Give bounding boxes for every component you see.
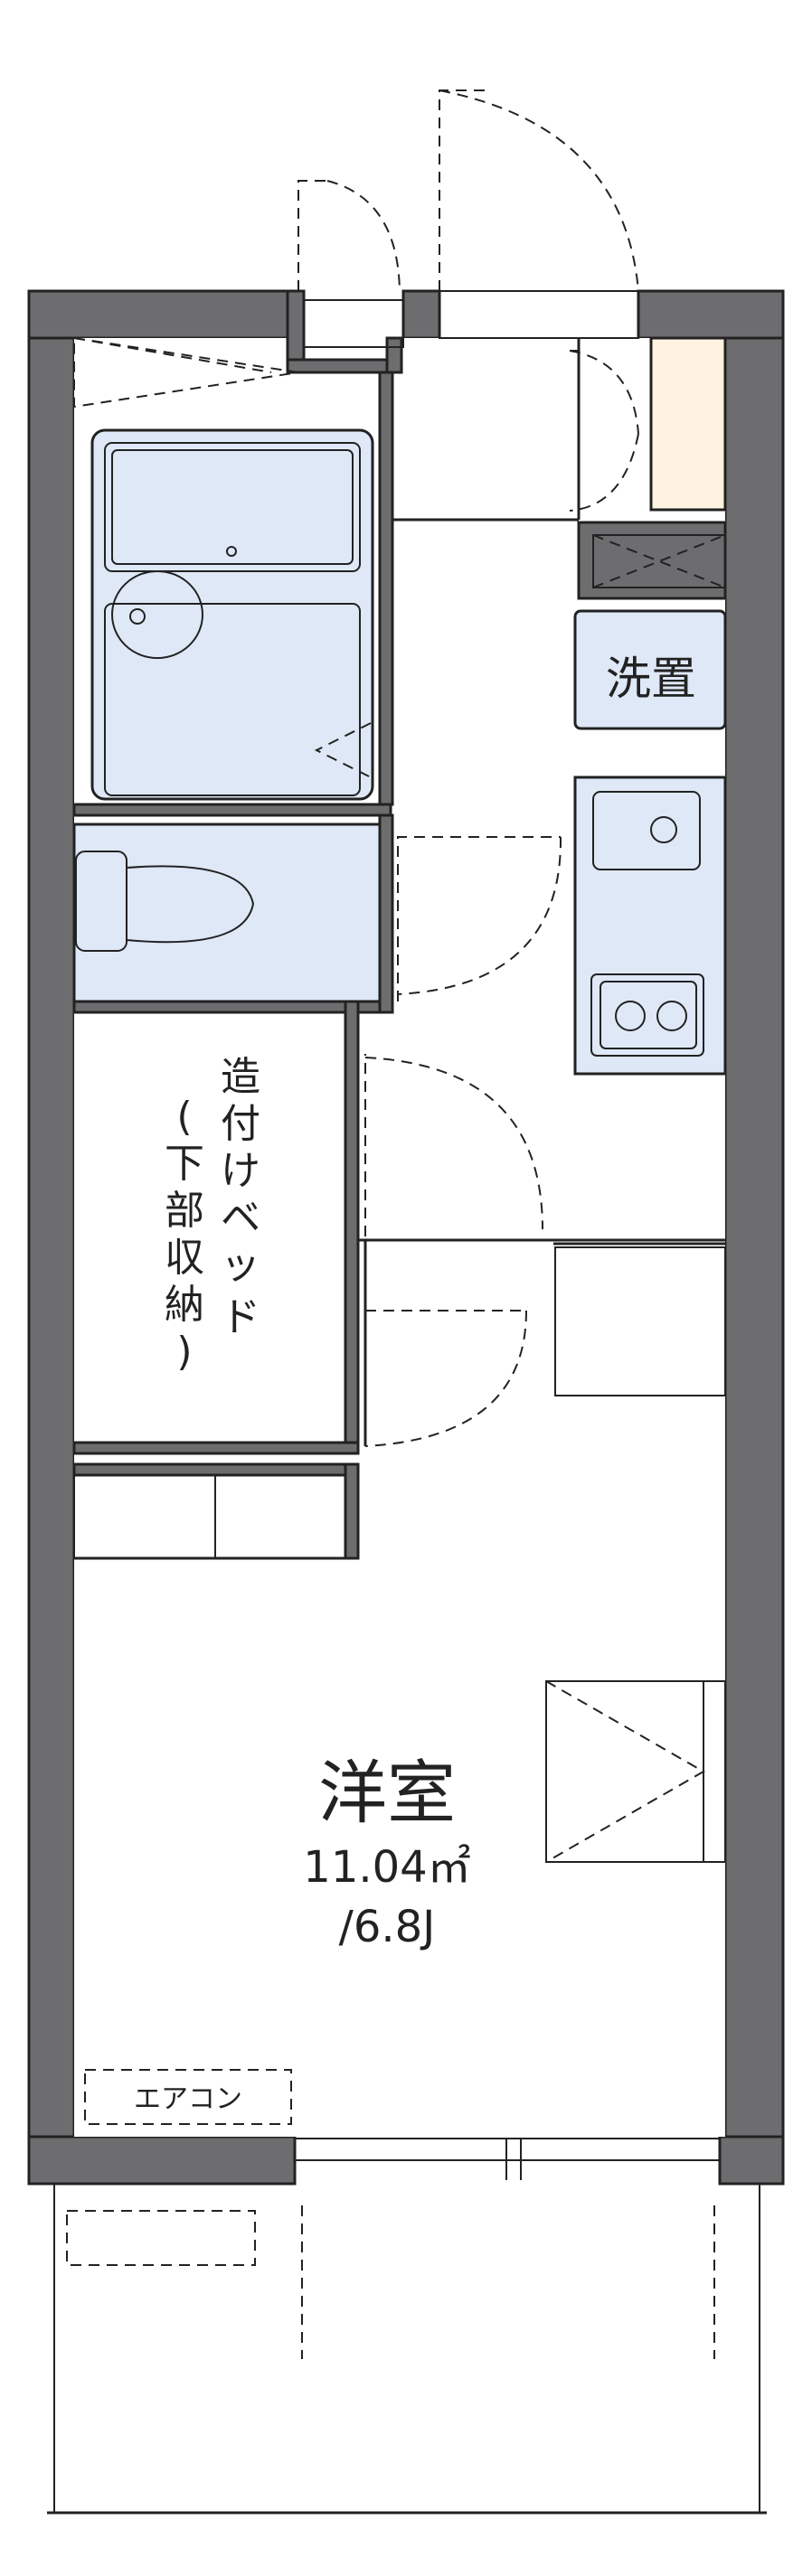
bathroom	[72, 336, 394, 817]
room-size: /6.8J	[339, 1902, 436, 1952]
loft-bed-char-2: け	[221, 1148, 260, 1194]
aircon: エアコン	[84, 2069, 292, 2125]
loft-bed-note-char-1: 下	[165, 1141, 204, 1187]
loft-bed-char-4: ッ	[221, 1242, 260, 1288]
loft-bed-note-char-5: )	[176, 1329, 192, 1375]
room-door	[358, 1238, 725, 1447]
fridge-space	[553, 1242, 726, 1396]
entrance-walls	[286, 289, 404, 374]
loft-bed-char-5: ド	[221, 1294, 260, 1340]
loft-bed-char-1: 付	[221, 1101, 260, 1147]
sink	[592, 791, 701, 870]
loft-bed-label: 造 付 け ベ ッ ド	[221, 1054, 260, 1340]
aircon-label: エアコン	[134, 2083, 242, 2115]
washer-label: 洗置	[606, 653, 696, 705]
kitchen-door	[364, 1054, 543, 1236]
loft-bed-area: 造 付 け ベ ッ ド ( 下 部 収 納 )	[72, 1000, 360, 1455]
storage-box	[577, 521, 727, 600]
bed	[545, 1680, 726, 1863]
loft-bed-note-char-0: (	[176, 1094, 192, 1140]
toilet-room	[72, 813, 394, 1014]
loft-bed-note-char-2: 部	[165, 1188, 204, 1234]
balcony	[47, 2184, 767, 2515]
hatch-door	[297, 180, 401, 292]
loft-bed-note-char-3: 収	[165, 1235, 204, 1281]
corridor-lines	[392, 338, 639, 522]
balcony-window	[294, 2138, 721, 2180]
toilet-door	[397, 836, 562, 1001]
loft-bed-char-3: ベ	[221, 1195, 260, 1241]
bathtub	[90, 428, 374, 801]
drain-icon	[650, 816, 677, 843]
room-label: 洋室 11.04㎡ /6.8J	[303, 1753, 470, 1952]
washer-space: 洗置	[573, 609, 727, 730]
loft-bed-note-char-4: 納	[165, 1282, 204, 1328]
closet-units	[72, 1462, 360, 1560]
room-area: 11.04㎡	[303, 1842, 470, 1893]
shoe-box	[649, 336, 727, 512]
loft-bed-note: ( 下 部 収 納 )	[165, 1094, 204, 1375]
kitchen	[573, 776, 727, 1076]
outer-walls	[27, 289, 785, 2186]
loft-bed-char-0: 造	[221, 1054, 260, 1100]
stove	[590, 973, 704, 1057]
room-name: 洋室	[318, 1753, 456, 1833]
front-door	[439, 89, 639, 339]
